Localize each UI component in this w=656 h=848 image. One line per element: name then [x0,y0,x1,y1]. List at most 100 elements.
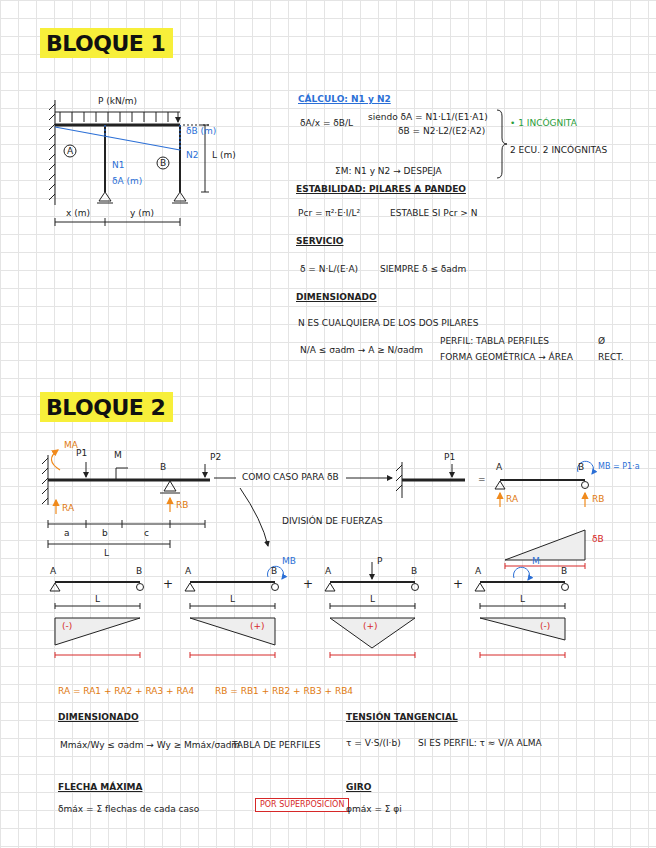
highlight-box: POR SUPERPOSICIÓN [255,798,349,812]
note-text: M [114,450,122,461]
note-text: c [144,528,149,539]
note-text: L [104,548,109,559]
note-text: x (m) [66,208,90,219]
note-text: L (m) [212,150,236,161]
note-text: a [64,528,70,539]
note-text: δA/x = δB/L [300,118,353,129]
note-text: MB = P1·a [598,462,640,472]
section-title: FLECHA MÁXIMA [58,782,142,793]
note-text: 2 ECU. 2 INCÓGNITAS [510,145,607,156]
node-text: BLOQUE 1 [46,31,165,56]
note-text: δB = N2·L2/(E2·A2) [398,126,485,137]
note-text: B [411,566,417,577]
moment-arrow [514,567,530,580]
note-text: RECT. [598,352,624,363]
note-text: δA (m) [112,176,142,187]
note-text: TABLA DE PERFILES [232,740,320,751]
diagram-dimension [55,652,565,658]
note-text: τ = V·S/(I·b) [346,738,401,749]
note-text: RA = RA1 + RA2 + RA3 + RA4 [58,686,194,697]
note-text: P1 [444,452,455,463]
note-text: Mmáx/Wy ≤ σadm → Wy ≥ Mmáx/σadm [60,740,240,751]
moment-arrow [578,461,594,474]
note-text: B [160,158,166,169]
note-text: ΣM: N1 y N2 → DESPEJA [335,166,442,177]
note-text: RB [176,500,188,511]
point-marker [64,145,76,157]
brace [497,110,507,178]
note-text: MA [64,440,78,451]
note-text: RB = RB1 + RB2 + RB3 + RB4 [215,686,353,697]
point-marker [157,157,169,169]
note-text: L [95,594,100,605]
note-text: siendo δA = N1·L1/(E1·A1) [368,112,488,123]
section-title: DIMENSIONADO [296,292,377,303]
note-text: (-) [540,621,550,632]
note-text: SIEMPRE δ ≤ δadm [380,264,466,275]
note-text: P (kN/m) [98,96,137,107]
note-text: L [230,594,235,605]
note-text: (+) [250,621,265,632]
node-text: POR SUPERPOSICIÓN [260,800,344,809]
note-text: SI ES PERFIL: τ ≈ V/A ALMA [418,738,542,749]
note-text: + [163,577,173,591]
moment-arrow [268,566,284,579]
note-text: Ø [598,336,605,347]
note-text: B [136,566,142,577]
note-text: δ = N·L/(E·A) [300,264,358,275]
note-text: P2 [210,452,221,463]
note-text: M [532,556,540,567]
block2-beam [42,455,392,548]
note-text: B [561,566,567,577]
note-text: B [271,566,277,577]
note-text: A [50,566,56,577]
note-text: P [377,556,382,567]
note-text: L [520,594,525,605]
note-text: (+) [363,621,378,632]
note-text: MB [282,556,296,567]
note-text: + [303,577,313,591]
note-text: b [102,528,108,539]
block1-structure [49,100,209,226]
section-title: DIMENSIONADO [58,712,139,723]
note-text: PERFIL: TABLA PERFILES [440,336,549,347]
equivalent-case [396,462,589,560]
note-text: RB [592,494,604,505]
section-title: CÁLCULO: N1 y N2 [298,94,391,105]
note-text: L [370,594,375,605]
note-text: N1 [112,160,124,171]
note-text: RA [62,503,74,514]
note-text: DIVISIÓN DE FUERZAS [282,516,383,527]
section-title: ESTABILIDAD: PILARES A PANDEO [296,184,466,195]
note-text: N2 [186,150,198,161]
section-title: TENSIÓN TANGENCIAL [346,712,458,723]
note-text: A [475,566,481,577]
superposition-beams [50,562,569,648]
section-title: SERVICIO [296,236,343,247]
note-text: Pcr = π²·E·I/L² [298,208,360,219]
note-text: + [453,577,463,591]
section-heading: BLOQUE 2 [40,392,173,422]
note-text: FORMA GEOMÉTRICA → ÁREA [440,352,573,363]
note-text: RA [506,494,518,505]
note-text: φmáx = Σ φi [346,804,402,815]
note-text: δmáx = Σ flechas de cada caso [58,804,199,815]
note-text: B [160,462,166,473]
note-text: N/A ≤ σadm → A ≥ N/σadm [300,345,423,356]
note-text: δB [592,534,604,545]
note-text: N ES CUALQUIERA DE LOS DOS PILARES [298,318,478,329]
section-heading: BLOQUE 1 [40,28,173,58]
note-text: δB (m) [186,126,216,137]
note-text: A [67,146,73,157]
reaction-arrows [51,450,585,514]
note-text: A [496,462,502,473]
note-text: • 1 INCÓGNITA [510,118,577,129]
section-title: GIRO [346,782,371,793]
note-text: (-) [62,621,72,632]
node-text: BLOQUE 2 [46,395,165,420]
note-text: A [325,566,331,577]
note-text: y (m) [130,208,154,219]
note-text: ESTABLE SI Pcr > N [390,208,477,219]
note-text: = [478,474,486,485]
note-text: COMO CASO PARA δB [242,472,339,483]
